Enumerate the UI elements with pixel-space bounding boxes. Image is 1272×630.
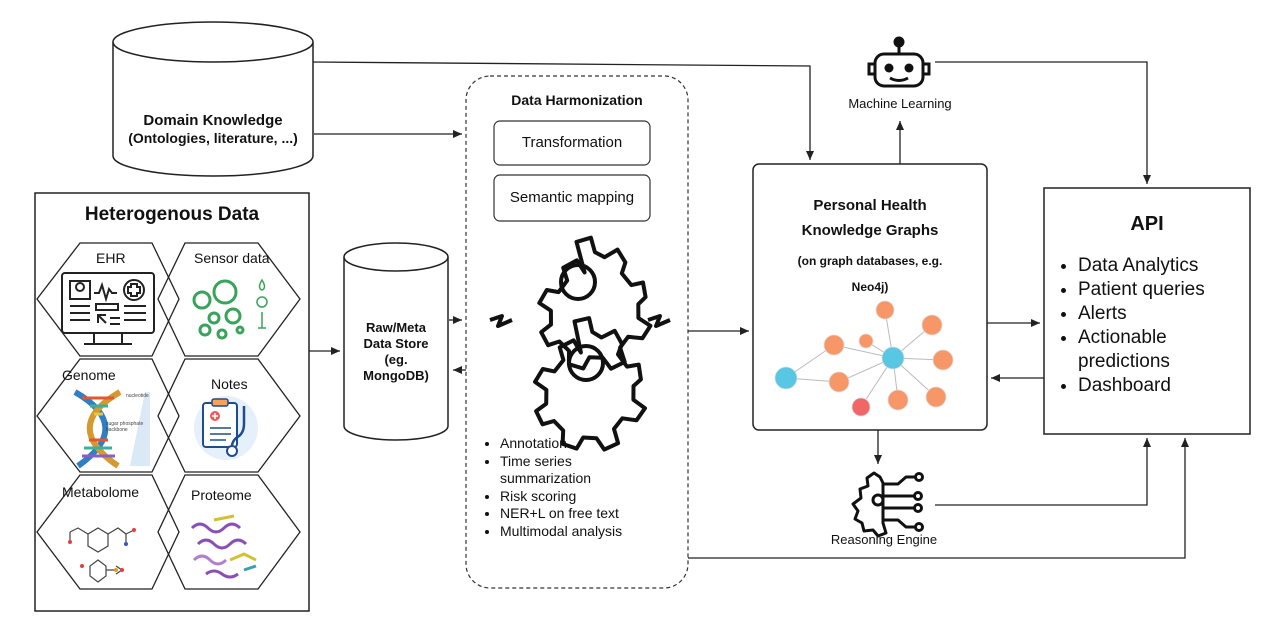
hex-ehr [36,242,180,357]
graph-node [851,397,871,417]
graph-node [858,333,874,349]
api-item: Data Analytics [1078,254,1268,278]
graph-node [887,389,909,411]
hex-proteome [157,474,301,590]
raw-store-line: Data Store [363,336,429,351]
arrow-harmonization-to-api [688,438,1189,559]
api-item: Actionable predictions [1078,326,1198,374]
api-item: Alerts [1078,302,1268,326]
hex-notes [157,358,301,473]
graph-node [925,386,947,408]
arrow-domain-to-phkg [312,61,814,160]
graph-node [921,314,943,336]
graph-node [932,349,954,371]
phkg-line: Neo4j) [851,280,889,294]
phkg-line: (on graph databases, e.g. [797,254,943,268]
transformation-box [493,120,651,166]
machine-learning-label: Machine Learning [848,96,952,111]
graph-node [774,366,798,390]
domain-knowledge-subtitle: (Ontologies, literature, ...) [128,130,298,146]
task-item: Time series summarization [500,453,620,488]
brain-circuit-icon [851,471,924,538]
raw-store-cylinder [343,242,449,441]
hex-label-sensor: Sensor data [194,250,270,266]
api-box [1043,187,1251,435]
phkg-title: Personal Health Knowledge Graphs [753,193,987,243]
ehr-monitor-icon [61,272,155,345]
arrow-ml-to-api [935,61,1151,184]
api-item-list: Data Analytics Patient queries Alerts Ac… [1056,254,1268,398]
reasoning-engine-label: Reasoning Engine [830,532,938,547]
hex-label-metabolome: Metabolome [62,484,140,500]
hex-label-genome: Genome [62,367,116,383]
hex-grid [36,242,301,590]
semantic-mapping-box [493,174,651,222]
harmonization-task-list: Annotation Time series summarization Ris… [478,435,710,540]
genome-label-backbone: sugar phosphate backbone [106,421,144,433]
raw-store-line: Raw/Meta [366,320,426,335]
raw-store-label: Raw/Meta Data Store (eg. MongoDB) [344,320,448,384]
graph-node [823,334,845,356]
connectors [309,61,1189,559]
raw-store-line: (eg. [384,352,408,367]
task-item: Multimodal analysis [500,523,710,541]
domain-knowledge-title: Domain Knowledge [143,112,283,129]
phkg-box [752,163,988,431]
api-item: Patient queries [1078,278,1268,302]
harmonization-title: Data Harmonization [511,92,643,108]
sensor-icon [192,278,268,340]
hex-metabolome [36,474,180,590]
hex-label-notes: Notes [211,376,248,392]
graph-node [828,371,850,393]
graph-nodes [774,300,954,417]
graph-node [875,300,895,320]
hex-label-ehr: EHR [96,250,126,266]
api-title: API [1130,213,1164,235]
phkg-line: Knowledge Graphs [801,222,939,239]
api-item: Dashboard [1078,374,1268,398]
domain-knowledge-cylinder [112,21,314,177]
robot-icon [867,36,931,88]
arrow-reasoning-to-api [935,438,1151,506]
hex-label-proteome: Proteome [191,487,252,503]
clipboard-stethoscope-icon [194,396,258,460]
task-item: Annotation [500,435,710,453]
task-item: Risk scoring [500,488,710,506]
transformation-label: Transformation [521,134,623,151]
semantic-mapping-label: Semantic mapping [509,189,635,206]
hex-sensor [157,242,301,357]
raw-store-line: MongoDB) [363,368,429,383]
phkg-line: Personal Health [813,197,927,214]
dna-icon [73,389,150,469]
heterogenous-title: Heterogenous Data [84,204,260,225]
protein-icon [190,514,257,579]
phkg-subtitle: (on graph databases, e.g. Neo4j) [753,248,987,300]
gears-icon [489,235,671,452]
molecule-icon [68,527,136,583]
task-item: NER+L on free text [500,505,710,523]
hex-genome [36,358,180,473]
genome-label-nucleotide: nucleotide [126,393,149,399]
graph-node [881,346,905,370]
